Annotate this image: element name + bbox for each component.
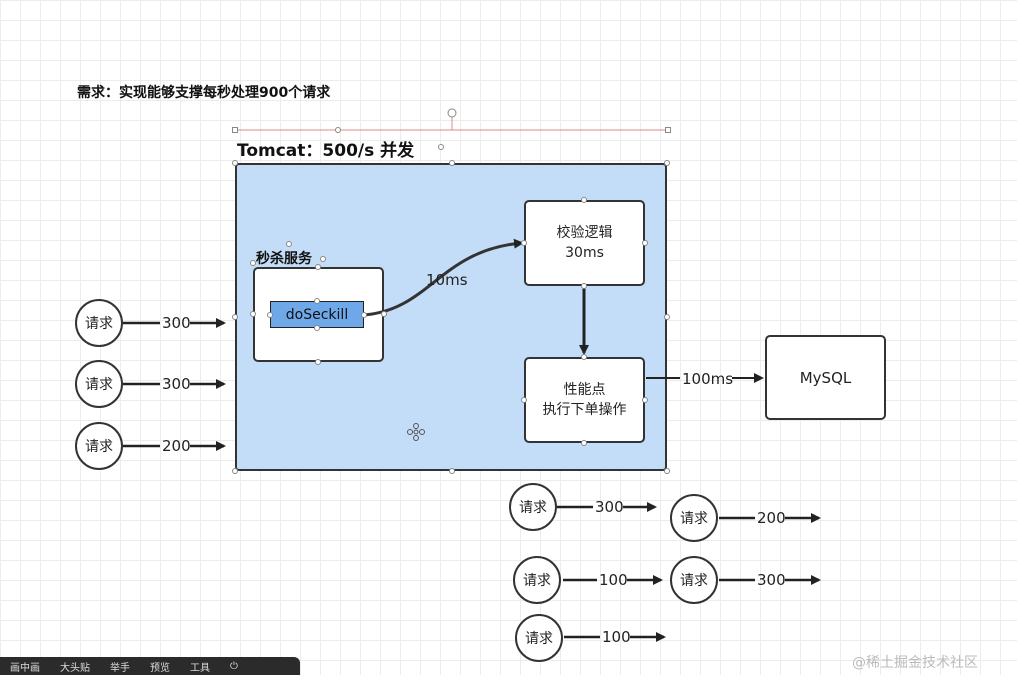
request-rate-label: 300 [595, 498, 624, 516]
performance-node[interactable]: 性能点 执行下单操作 [524, 357, 645, 443]
performance-node-title: 性能点 [563, 382, 606, 398]
watermark: @稀土掘金技术社区 [852, 655, 978, 671]
toolbar-item-pip[interactable]: 画中画 [10, 662, 40, 674]
resize-handle[interactable] [314, 325, 320, 331]
resize-handle[interactable] [581, 283, 587, 289]
resize-handle[interactable] [232, 127, 238, 133]
resize-handle[interactable] [232, 468, 238, 474]
resize-handle[interactable] [314, 298, 320, 304]
resize-handle[interactable] [581, 197, 587, 203]
resize-handle[interactable] [320, 256, 326, 262]
resize-handle[interactable] [664, 314, 670, 320]
request-node[interactable]: 请求 [75, 360, 123, 408]
request-node[interactable]: 请求 [670, 556, 718, 604]
resize-handle[interactable] [642, 397, 648, 403]
toolbar-item-tools[interactable]: 工具 [190, 662, 210, 674]
resize-handle[interactable] [665, 127, 671, 133]
edge-label-10ms: 10ms [426, 271, 468, 289]
request-node[interactable]: 请求 [513, 556, 561, 604]
resize-handle[interactable] [521, 240, 527, 246]
check-logic-title: 校验逻辑 [556, 225, 613, 241]
move-icon [407, 423, 425, 441]
edge-doseckill-to-check [363, 238, 524, 317]
request-rate-label: 300 [757, 571, 786, 589]
resize-handle[interactable] [581, 440, 587, 446]
tomcat-label[interactable]: Tomcat：500/s 并发 [237, 141, 415, 161]
request-rate-label: 200 [162, 437, 191, 455]
resize-handle[interactable] [315, 359, 321, 365]
resize-handle[interactable] [449, 468, 455, 474]
resize-handle[interactable] [232, 160, 238, 166]
request-rate-label: 100 [599, 571, 628, 589]
request-node[interactable]: 请求 [515, 614, 563, 662]
resize-handle[interactable] [438, 144, 444, 150]
request-node[interactable]: 请求 [670, 494, 718, 542]
request-rate-label: 300 [162, 314, 191, 332]
request-node[interactable]: 请求 [509, 483, 557, 531]
resize-handle[interactable] [250, 311, 256, 317]
check-logic-time: 30ms [565, 245, 604, 261]
edge-label-100ms: 100ms [682, 370, 734, 388]
resize-handle[interactable] [361, 312, 367, 318]
toolbar-item-preview[interactable]: 预览 [150, 662, 170, 674]
page-title: 需求：实现能够支撑每秒处理900个请求 [77, 85, 331, 101]
request-node[interactable]: 请求 [75, 422, 123, 470]
resize-handle[interactable] [232, 314, 238, 320]
resize-handle[interactable] [642, 240, 648, 246]
power-icon[interactable]: ⏻ [230, 660, 238, 672]
toolbar-item-avatar[interactable]: 大头贴 [60, 662, 90, 674]
resize-handle[interactable] [315, 264, 321, 270]
resize-handle[interactable] [335, 127, 341, 133]
mysql-node[interactable]: MySQL [765, 335, 886, 420]
resize-handle[interactable] [664, 468, 670, 474]
seckill-service-label[interactable]: 秒杀服务 [256, 251, 312, 267]
resize-handle[interactable] [250, 260, 256, 266]
resize-handle[interactable] [381, 311, 387, 317]
resize-handle[interactable] [521, 397, 527, 403]
resize-handle[interactable] [664, 160, 670, 166]
resize-handle[interactable] [581, 354, 587, 360]
resize-handle[interactable] [449, 160, 455, 166]
request-rate-label: 300 [162, 375, 191, 393]
resize-handle[interactable] [267, 312, 273, 318]
toolbar-item-raise-hand[interactable]: 举手 [110, 662, 130, 674]
resize-handle[interactable] [286, 241, 292, 247]
meeting-toolbar: 画中画 大头贴 举手 预览 工具 ⏻ [0, 657, 300, 675]
request-rate-label: 200 [757, 509, 786, 527]
request-node[interactable]: 请求 [75, 299, 123, 347]
request-rate-label: 100 [602, 628, 631, 646]
performance-node-action: 执行下单操作 [542, 402, 627, 418]
